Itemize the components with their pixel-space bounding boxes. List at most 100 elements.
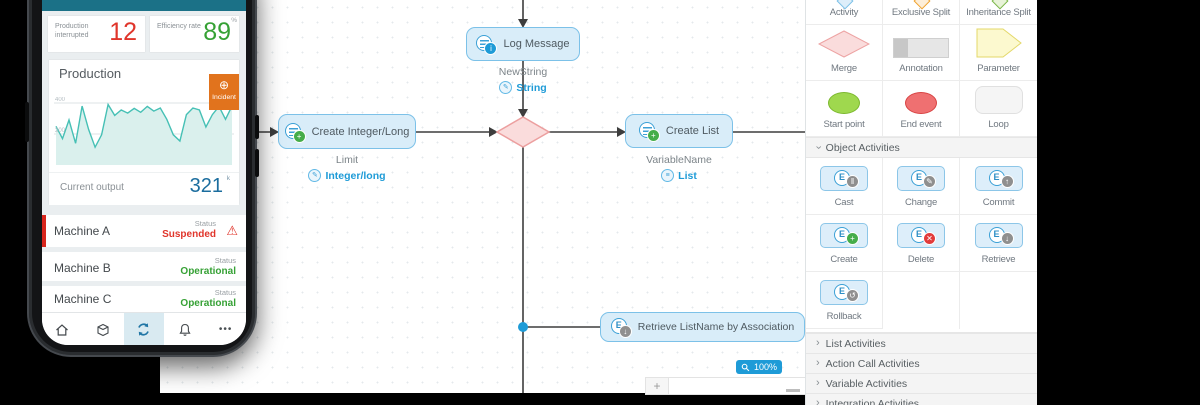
retrieve-icon: E ↓ xyxy=(610,317,632,338)
nav-home[interactable] xyxy=(42,313,83,345)
nav-sync[interactable] xyxy=(123,313,165,345)
power-button xyxy=(255,115,259,139)
palette-item-parameter[interactable]: Parameter xyxy=(960,25,1037,81)
rollback-icon: E ↺ xyxy=(820,280,868,305)
palette-item-start-point[interactable]: Start point xyxy=(806,81,883,137)
palette-item-activity[interactable]: Activity xyxy=(806,0,883,25)
home-icon xyxy=(56,323,69,336)
production-line-chart: 400 200 xyxy=(54,97,234,165)
zoom-value: 100% xyxy=(753,362,778,372)
delete-icon: E ✕ xyxy=(897,223,945,248)
nav-alerts[interactable] xyxy=(164,313,205,345)
cast-icon: E ‖ xyxy=(820,166,868,191)
variable-type: ≡List xyxy=(661,169,697,182)
palette-empty-cell xyxy=(960,272,1037,329)
chevron-right-icon: › xyxy=(816,397,820,405)
machine-row[interactable]: Machine C Status Operational xyxy=(42,286,246,312)
plus-circle-icon: ⊕ xyxy=(218,78,230,92)
node-create-integer-long[interactable]: + Create Integer/Long xyxy=(278,114,416,149)
production-card: Production ⊕ Incident 400 200 Current ou… xyxy=(49,60,239,205)
download-badge-icon: ↓ xyxy=(618,325,632,338)
chevron-right-icon: › xyxy=(816,337,820,349)
end-event-icon xyxy=(905,92,937,114)
incident-button[interactable]: ⊕ Incident xyxy=(209,74,239,110)
palette-item-create[interactable]: E + Create xyxy=(806,215,883,272)
status-badge: Operational xyxy=(180,298,236,309)
nav-more[interactable]: ••• xyxy=(205,313,246,345)
palette-item-commit[interactable]: E ↑ Commit xyxy=(960,158,1037,215)
create-icon: E + xyxy=(820,223,868,248)
machine-row[interactable]: Machine A Status Suspended ⚠ xyxy=(42,215,246,247)
create-list-icon: + xyxy=(638,121,660,142)
alert-accent-bar xyxy=(42,215,46,247)
phone-mockup: Production interrupted 12 Efficiency rat… xyxy=(25,0,259,357)
card-title: Production xyxy=(59,66,122,81)
status-badge: Suspended xyxy=(162,229,216,240)
annotation-icon xyxy=(893,38,949,58)
zoom-in-button[interactable]: + xyxy=(646,378,669,394)
axis-label-top: 400 xyxy=(55,97,66,103)
section-integration-activities[interactable]: › Integration Activities xyxy=(806,394,1037,405)
nav-inventory[interactable] xyxy=(83,313,124,345)
palette-item-retrieve[interactable]: E ↓ Retrieve xyxy=(960,215,1037,272)
section-list-activities[interactable]: › List Activities xyxy=(806,333,1037,354)
chevron-right-icon: › xyxy=(816,357,820,369)
machine-row[interactable]: Machine B Status Operational xyxy=(42,252,246,281)
palette-item-rollback[interactable]: E ↺ Rollback xyxy=(806,272,883,329)
parameter-icon xyxy=(976,28,1022,58)
volume-button xyxy=(255,149,259,177)
canvas-bottom-toolbar: + xyxy=(645,377,807,395)
phone-screen: Production interrupted 12 Efficiency rat… xyxy=(42,0,246,345)
variable-type: ✎Integer/long xyxy=(308,169,386,182)
section-variable-activities[interactable]: › Variable Activities xyxy=(806,374,1037,394)
kpi-value: 12 xyxy=(109,18,137,46)
output-unit: k xyxy=(226,175,230,182)
bottom-nav: ••• xyxy=(42,312,246,345)
output-value: 321 xyxy=(189,175,223,197)
change-icon: E ✎ xyxy=(897,166,945,191)
variable-type: ✎String xyxy=(499,81,547,94)
palette-item-change[interactable]: E ✎ Change xyxy=(883,158,960,215)
toolbox-palette: Activity Exclusive Split Inheritance Spl… xyxy=(805,0,1037,405)
merge-diamond-icon xyxy=(818,30,870,58)
variable-name: VariableName xyxy=(646,154,712,166)
node-caption: VariableName ≡List xyxy=(625,154,733,182)
info-badge-icon: i xyxy=(484,42,498,55)
resize-handle[interactable] xyxy=(786,389,800,392)
node-label: Create List xyxy=(665,125,720,137)
retrieve-icon: E ↓ xyxy=(974,223,1023,248)
palette-item-inheritance-split[interactable]: Inheritance Split xyxy=(960,0,1037,25)
node-create-list[interactable]: + Create List xyxy=(625,114,733,148)
plus-badge-icon: + xyxy=(646,129,660,142)
connection-dot xyxy=(518,322,528,332)
type-icon: ≡ xyxy=(661,169,675,182)
cube-icon xyxy=(97,323,109,336)
palette-item-cast[interactable]: E ‖ Cast xyxy=(806,158,883,215)
palette-item-merge[interactable]: Merge xyxy=(806,25,883,81)
loop-icon xyxy=(974,86,1023,114)
type-icon: ✎ xyxy=(499,81,513,94)
current-output-row: Current output 321 k xyxy=(49,172,239,205)
node-label: Log Message xyxy=(503,38,570,50)
warning-icon: ⚠ xyxy=(226,223,238,238)
section-action-call-activities[interactable]: › Action Call Activities xyxy=(806,354,1037,374)
palette-item-exclusive-split[interactable]: Exclusive Split xyxy=(883,0,960,25)
magnifier-icon xyxy=(741,363,750,371)
axis-label-mid: 200 xyxy=(55,128,66,134)
section-object-activities[interactable]: › Object Activities xyxy=(806,137,1037,158)
palette-item-end-event[interactable]: End event xyxy=(883,81,960,137)
zoom-level-badge[interactable]: 100% xyxy=(736,360,782,374)
node-log-message[interactable]: i Log Message xyxy=(466,27,580,61)
start-point-icon xyxy=(828,92,860,114)
log-message-icon: i xyxy=(476,34,498,55)
node-label: Retrieve ListName by Association xyxy=(637,321,795,333)
palette-empty-cell xyxy=(883,272,960,329)
node-retrieve-listname[interactable]: E ↓ Retrieve ListName by Association xyxy=(600,312,805,342)
palette-item-loop[interactable]: Loop xyxy=(960,81,1037,137)
sync-icon xyxy=(138,323,150,336)
ellipsis-icon: ••• xyxy=(218,324,233,335)
palette-item-delete[interactable]: E ✕ Delete xyxy=(883,215,960,272)
variable-name: NewString xyxy=(498,66,548,78)
palette-item-annotation[interactable]: Annotation xyxy=(883,25,960,81)
